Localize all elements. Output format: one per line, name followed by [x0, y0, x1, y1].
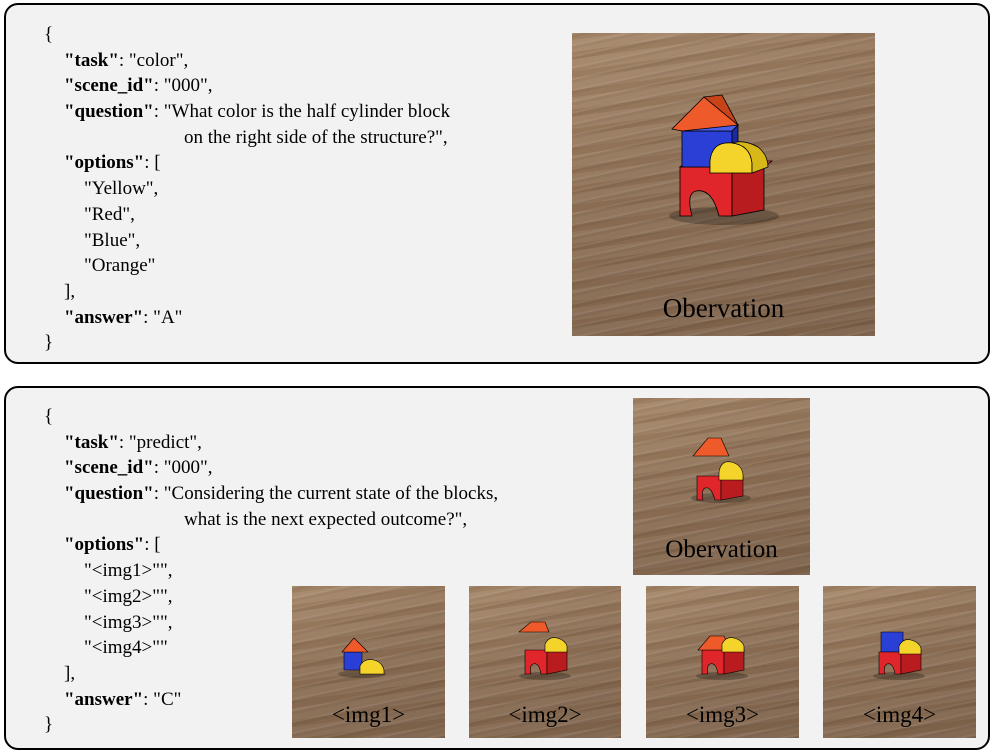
observation-caption: Obervation	[662, 293, 785, 323]
option-image-1: <img1>	[292, 586, 445, 738]
code-line: "question": "What color is the half cyli…	[44, 99, 450, 125]
code-line: "task": "predict",	[44, 430, 498, 456]
code-line: }	[44, 712, 498, 738]
code-line: "Red",	[44, 202, 450, 228]
code-line: "scene_id": "000",	[44, 73, 450, 99]
json-text: : "000",	[153, 75, 213, 97]
option-3-blocks-illustration	[696, 635, 748, 680]
color-task-json: {"task": "color","scene_id": "000","ques…	[44, 22, 450, 356]
option-1-caption: <img1>	[331, 702, 406, 727]
json-text: what is the next expected outcome?",	[184, 508, 468, 530]
option-3-caption: <img3>	[685, 702, 760, 727]
json-text: : [	[144, 534, 161, 556]
json-text: "<img1>"",	[84, 560, 173, 582]
block-structure-illustration	[669, 94, 779, 225]
json-text: "Orange"	[84, 255, 156, 277]
json-text: on the right side of the structure?",	[184, 126, 448, 148]
code-line: "Yellow",	[44, 176, 450, 202]
code-line: "Blue",	[44, 228, 450, 254]
json-text: "<img3>"",	[84, 611, 173, 633]
code-line: "options": [	[44, 532, 498, 558]
code-line: "Orange"	[44, 253, 450, 279]
option-image-4: <img4>	[823, 586, 976, 738]
code-line: }	[44, 330, 450, 356]
option-4-caption: <img4>	[862, 702, 937, 727]
code-line: "<img2>"",	[44, 584, 498, 610]
code-line: "<img4>""	[44, 635, 498, 661]
json-text: : "color",	[118, 49, 189, 71]
code-line: on the right side of the structure?",	[44, 125, 450, 151]
observation-blocks-illustration	[691, 437, 751, 503]
code-line: "options": [	[44, 150, 450, 176]
json-key: "task"	[64, 431, 119, 453]
code-line: ],	[44, 661, 498, 687]
json-key: "task"	[64, 49, 119, 71]
json-text: "<img4>""	[84, 637, 168, 659]
code-line: {	[44, 22, 450, 48]
option-image-2: <img2>	[469, 586, 621, 738]
option-1-blocks-illustration	[338, 637, 386, 678]
predict-task-json: {"task": "predict","scene_id": "000","qu…	[44, 404, 498, 738]
option-2-caption: <img2>	[508, 702, 582, 727]
json-text: : [	[144, 152, 161, 174]
json-text: "Blue",	[84, 229, 141, 251]
code-line: "scene_id": "000",	[44, 455, 498, 481]
json-text: : "A"	[143, 306, 183, 328]
predict-task-panel: {"task": "predict","scene_id": "000","qu…	[4, 386, 990, 750]
json-key: "question"	[64, 483, 154, 505]
code-line: "<img1>"",	[44, 558, 498, 584]
option-2-blocks-illustration	[518, 621, 571, 680]
json-text: : "predict",	[118, 431, 202, 453]
json-text: ],	[64, 662, 76, 684]
json-key: "options"	[64, 152, 145, 174]
code-line: {	[44, 404, 498, 430]
code-line: ],	[44, 279, 450, 305]
json-text: "Yellow",	[84, 178, 159, 200]
observation-image: Obervation	[633, 398, 810, 575]
observation-image: Obervation	[572, 33, 875, 336]
json-text: ],	[64, 280, 76, 302]
json-key: "question"	[64, 101, 154, 123]
json-text: }	[44, 332, 54, 354]
code-line: "question": "Considering the current sta…	[44, 481, 498, 507]
json-text: {	[44, 406, 54, 427]
code-line: "answer": "C"	[44, 687, 498, 713]
json-key: "answer"	[64, 306, 144, 328]
option-4-blocks-illustration	[873, 631, 925, 680]
json-key: "answer"	[64, 688, 144, 710]
json-text: : "What color is the half cylinder block	[153, 101, 451, 123]
code-line: "answer": "A"	[44, 305, 450, 331]
json-key: "scene_id"	[64, 75, 154, 97]
code-line: "<img3>"",	[44, 610, 498, 636]
json-text: : "C"	[143, 688, 182, 710]
json-text: }	[44, 714, 54, 736]
code-line: what is the next expected outcome?",	[44, 507, 498, 533]
json-text: "<img2>"",	[84, 585, 173, 607]
option-image-3: <img3>	[646, 586, 799, 738]
json-text: : "000",	[153, 457, 213, 479]
code-line: "task": "color",	[44, 48, 450, 74]
json-text: "Red",	[84, 203, 135, 225]
json-key: "scene_id"	[64, 457, 154, 479]
json-text: : "Considering the current state of the …	[153, 483, 499, 505]
json-text: {	[44, 24, 54, 45]
color-task-panel: {"task": "color","scene_id": "000","ques…	[4, 3, 990, 364]
observation-caption: Obervation	[665, 536, 778, 563]
json-key: "options"	[64, 534, 145, 556]
